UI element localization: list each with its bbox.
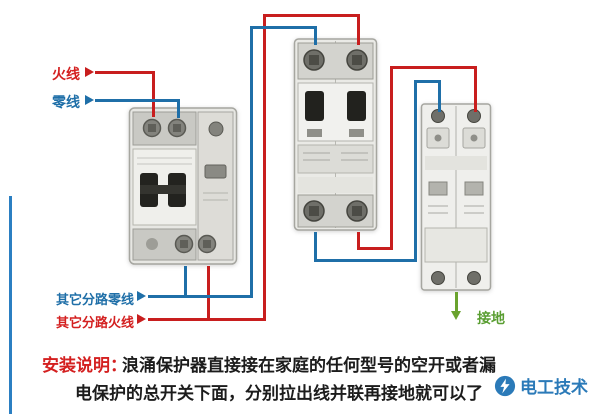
wire-live-top-h (263, 14, 360, 17)
wire-neutral-top-h (250, 26, 317, 29)
branch-live-arrow-icon (137, 314, 146, 324)
watermark-text: 电工技术 (520, 378, 588, 397)
wire-neutral-riser-v (250, 26, 253, 298)
wire-live-spd-h (390, 66, 477, 69)
surge-protector-photo (420, 102, 492, 297)
wire-live-spd-drop-v (474, 66, 477, 112)
watermark-logo-icon (494, 375, 516, 396)
branch-breaker-drawing (293, 38, 378, 231)
wire-neutral-branch-h (148, 295, 253, 298)
label-ground: 接地 (477, 310, 505, 326)
label-live-wire: 火线 (52, 66, 80, 82)
wire-live-branch-h (148, 318, 266, 321)
wire-neutral-spd-riser-v (414, 80, 417, 262)
label-neutral-wire: 零线 (52, 94, 80, 110)
main-breaker-drawing (128, 107, 238, 265)
wire-neutral-spd-h (414, 80, 441, 83)
note-line2: 电保护的总开关下面，分别拉出线并联再接地就可以了 (75, 384, 483, 403)
wire-neutral-spd-drop-v (438, 80, 441, 112)
wire-live-input-v (152, 71, 155, 117)
wire-live-drop-breaker-v (357, 14, 360, 45)
wire-neutral-out-v (184, 266, 187, 298)
wire-neutral-drop-breaker-v (314, 26, 317, 45)
label-branch-neutral: 其它分路零线 (56, 292, 135, 307)
note-line1: 浪涌保护器直接接在家庭的任何型号的空开或者漏 (122, 356, 496, 375)
wire-ground-v (455, 292, 458, 312)
wire-live-breaker-out-v (357, 232, 360, 250)
label-branch-live: 其它分路火线 (56, 315, 135, 330)
wire-live-riser-v (263, 14, 266, 321)
wire-neutral-breaker-out-v (314, 232, 317, 262)
wire-live-breaker-out-h (357, 247, 393, 250)
left-accent-bar (9, 196, 12, 414)
wire-neutral-breaker-out-h (314, 259, 417, 262)
surge-protector-drawing (420, 103, 492, 291)
main-breaker-photo (128, 103, 238, 273)
branch-neutral-arrow-icon (137, 291, 146, 301)
wire-live-input-h (95, 71, 153, 74)
wire-live-spd-riser-v (390, 66, 393, 250)
neutral-arrow-icon (85, 95, 94, 105)
wire-neutral-input-v (177, 99, 180, 118)
note-title: 安装说明： (42, 356, 127, 375)
wire-neutral-input-h (95, 99, 180, 102)
live-arrow-icon (85, 67, 94, 77)
wire-live-out-v (207, 266, 210, 321)
branch-breaker-photo (293, 37, 378, 237)
watermark: 电工技术 (494, 373, 588, 398)
ground-arrow-icon (451, 311, 461, 320)
